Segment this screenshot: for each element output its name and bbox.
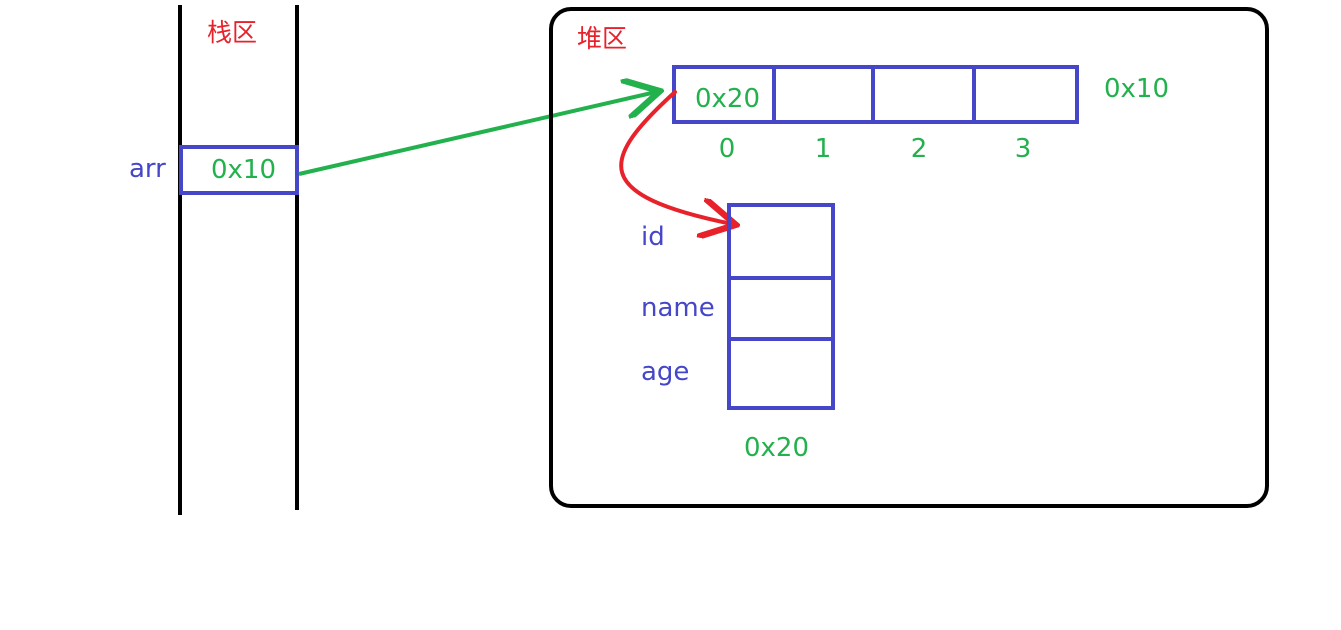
array-cell-0-value: 0x20 (695, 84, 760, 114)
object-field-label: id (641, 222, 665, 252)
heap-border (549, 7, 1269, 508)
stack-area: 栈区 arr 0x10 (129, 5, 299, 515)
stack-var-name: arr (129, 154, 166, 184)
heap-array: 0x20 0x10 0 1 2 3 (672, 65, 1169, 164)
pointer-arrow-stack-to-array (298, 92, 656, 176)
heap-object: id name age 0x20 (641, 203, 835, 463)
array-index-3: 3 (1015, 134, 1032, 164)
stack-title: 栈区 (207, 18, 257, 47)
array-index-0: 0 (719, 134, 736, 164)
array-address: 0x10 (1104, 74, 1169, 104)
pointer-arrow-array-to-object (619, 90, 732, 224)
stack-var-cell (179, 145, 299, 195)
array-index-1: 1 (815, 134, 832, 164)
object-address: 0x20 (744, 433, 809, 463)
heap-area: 堆区 0x20 0x10 0 1 2 3 id (549, 7, 1269, 508)
object-field-label: name (641, 293, 715, 323)
object-outline (727, 203, 835, 410)
heap-title: 堆区 (577, 24, 627, 53)
array-index-2: 2 (911, 134, 928, 164)
stack-var-value: 0x10 (211, 155, 276, 185)
object-field-label: age (641, 357, 689, 387)
